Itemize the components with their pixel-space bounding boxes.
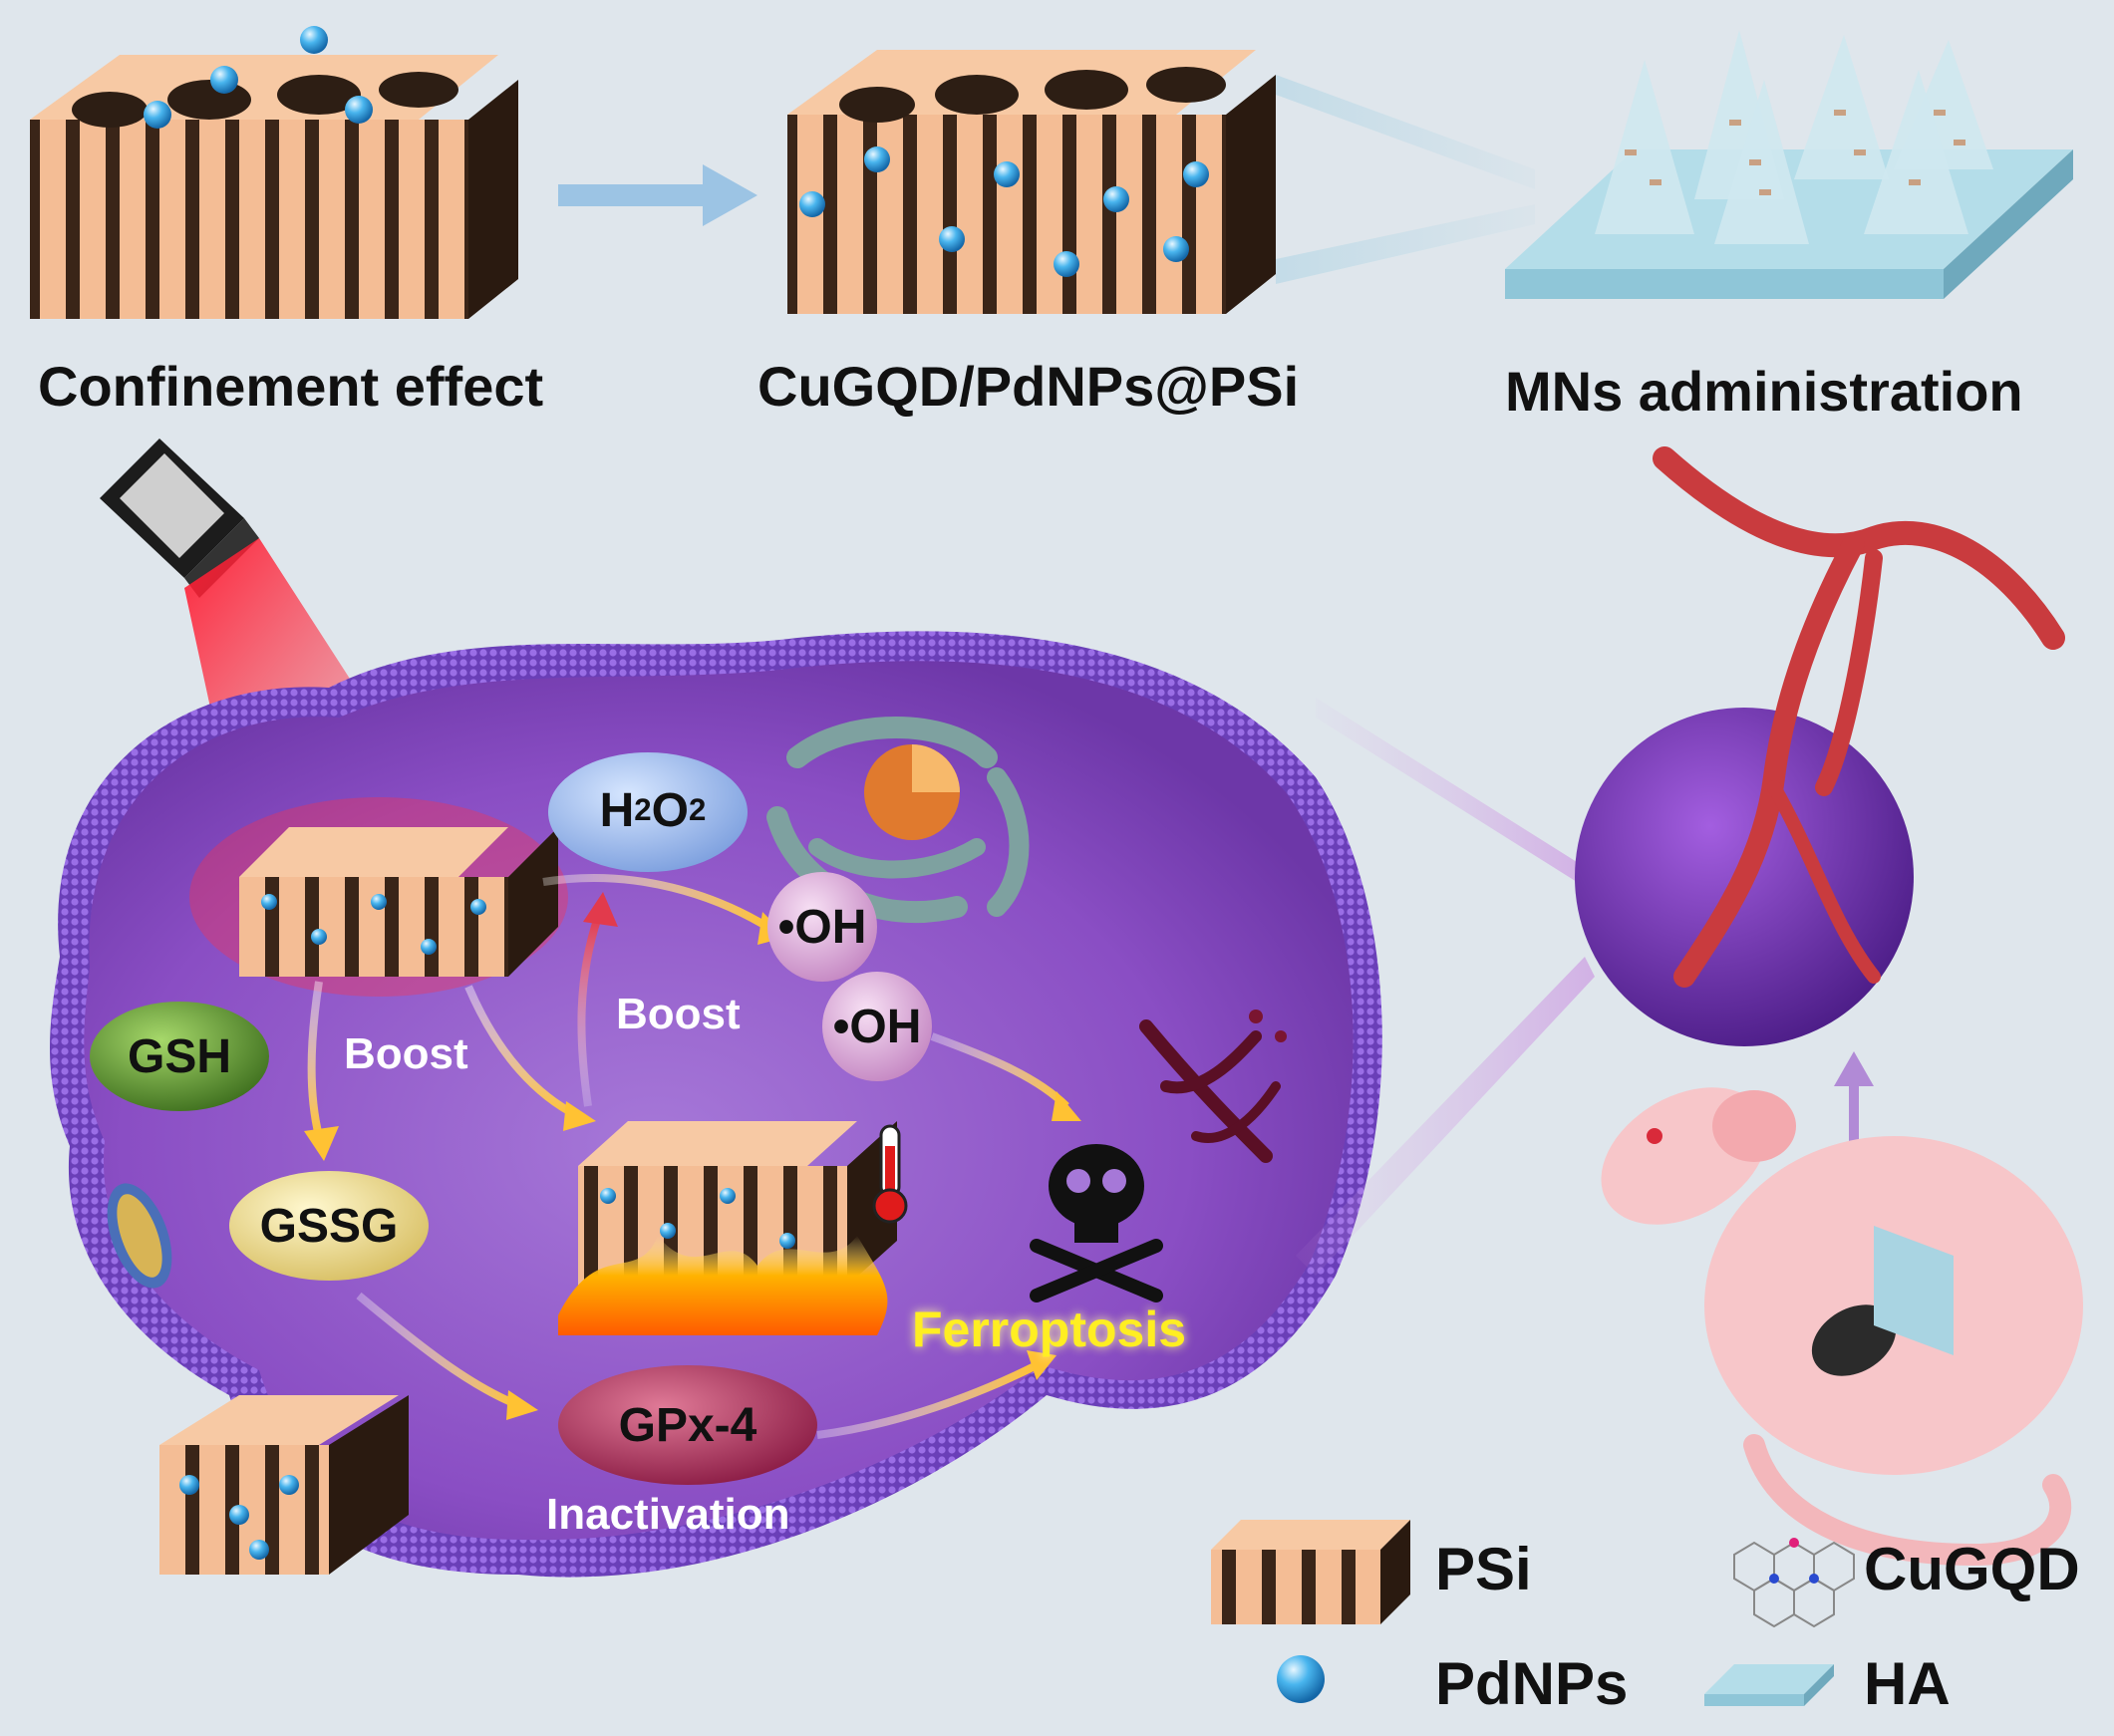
psi-scaffold-top-middle [787,50,1276,314]
gpx4-label: GPx-4 [618,1398,757,1452]
h2o2-bubble [548,752,748,872]
skull-icon [1030,1144,1163,1302]
legend-psi-label: PSi [1435,1536,1532,1602]
inactivation-label: Inactivation [546,1490,790,1539]
gsh-bubble [90,1002,269,1111]
mitochondria-icon [107,1183,172,1289]
legend-cugqd-icon [1733,1538,1855,1628]
blood-vessel [1653,446,2065,988]
psi-particle-in-cell [189,797,568,997]
gssg-label: GSSG [259,1199,399,1253]
legend-pdnps-icon [1277,1655,1325,1703]
thermometer-icon [872,1124,908,1224]
oh-bubble-2 [822,972,932,1081]
cugqd-pdnps-psi-label: CuGQD/PdNPs@PSi [757,355,1300,418]
er-organelle [1139,1010,1287,1163]
h2o2-sub2: 2 [689,792,707,827]
psi-scaffold-top-left [30,26,518,319]
cell-membrane-pore [159,1395,409,1575]
projection-beams [1276,75,1535,284]
legend-cugqd-label: CuGQD [1864,1536,2080,1602]
oh-bubble-1 [767,872,877,982]
h2o2-sub1: 2 [634,792,652,827]
legend-pdnps-label: PdNPs [1435,1650,1629,1717]
mns-administration-label: MNs administration [1505,360,2023,423]
fire-icon [558,1236,888,1335]
h2o2-h: H [599,783,635,837]
gssg-bubble [229,1171,429,1281]
confinement-effect-label: Confinement effect [38,355,544,418]
oh-label-1: •OH [777,900,867,954]
microneedle-patch [1505,30,2073,299]
h2o2-o: O [651,783,689,837]
zoom-beams [1296,698,1595,1276]
legend-ha-label: HA [1864,1650,1951,1717]
legend-ha-icon [1704,1664,1834,1706]
legend-psi-icon [1211,1520,1410,1624]
boost-label-right: Boost [616,990,741,1038]
gsh-label: GSH [127,1029,231,1083]
ferroptosis-label: Ferroptosis [912,1302,1187,1357]
nucleus [864,744,960,840]
boost-label-left: Boost [344,1029,468,1078]
arrows [304,874,1081,1439]
mouse [1601,1087,2083,1567]
oh-label-2: •OH [832,1000,922,1053]
gpx4-bubble [558,1365,817,1485]
right-arrow-icon [558,164,757,226]
